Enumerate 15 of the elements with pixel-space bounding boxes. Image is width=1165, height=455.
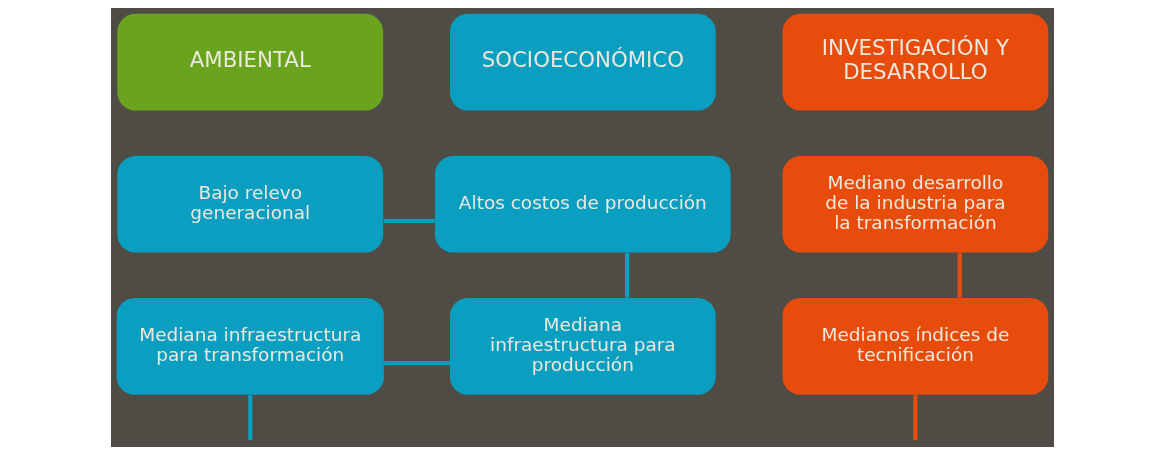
connector — [383, 218, 435, 224]
connector — [957, 252, 962, 298]
connector — [913, 395, 918, 441]
node-box: Medianos índices de tecnificación — [782, 298, 1049, 395]
node-box: Mediana infraestructura para producción — [449, 298, 716, 395]
connector — [384, 360, 450, 366]
node-box: Mediana infraestructura para transformación — [116, 298, 384, 395]
node-box: SOCIOECONÓMICO — [449, 13, 716, 111]
node-box: Mediano desarrollo de la industria para la transformación — [782, 155, 1049, 253]
node-box: AMBIENTAL — [117, 13, 384, 111]
node-box: INVESTIGACIÓN Y DESARROLLO — [782, 13, 1049, 111]
node-box: Altos costos de producción — [435, 155, 731, 253]
connector — [248, 395, 253, 441]
node-box: Bajo relevo generacional — [117, 155, 384, 253]
connector — [625, 252, 630, 298]
